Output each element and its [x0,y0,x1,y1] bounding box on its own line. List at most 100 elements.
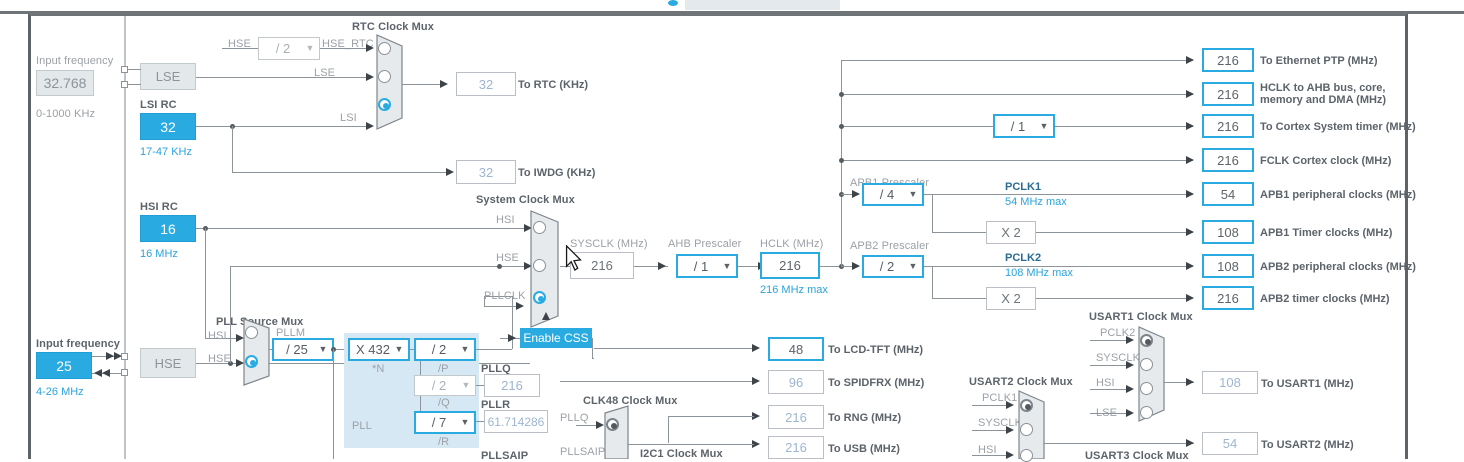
output-field-4[interactable]: 54 [1202,182,1254,206]
spdifrx-feed-line [560,381,758,382]
vertical-scrollbar[interactable] [1408,16,1416,459]
plln-dropdown[interactable]: X 432 ▼ [348,338,410,361]
rtc-mux-radio-hse-rtc[interactable] [378,42,391,55]
mouse-cursor [565,245,582,271]
pllr-readout-field[interactable]: 61.714286 [484,410,548,433]
hclk-fanout-dot-3 [839,124,844,129]
iwdg-output-field[interactable]: 32 [456,160,516,184]
pllq-readout-title: PLLQ [481,363,511,375]
toolbar-divider [0,11,1464,14]
usart1-output-field[interactable]: 108 [1202,371,1258,394]
output-label-1: HCLK to AHB bus, core, memory and DMA (M… [1260,82,1387,106]
pllq-sub-label: /Q [438,397,450,409]
lsi-trunk-line [196,126,372,127]
chevron-down-icon: ▼ [908,261,918,271]
hse-junction-dot [228,361,233,366]
clk48-mux-input-pllq: PLLQ [560,412,589,424]
output-label-7: APB2 timer clocks (MHz) [1260,293,1390,305]
pllr-dropdown[interactable]: / 7 ▼ [414,411,476,434]
hse-block[interactable]: HSE [140,348,196,378]
usart1-mux-radio-lse[interactable] [1140,406,1153,419]
ahb-prescaler-dropdown[interactable]: / 1 ▼ [676,254,738,278]
i2c1-clock-mux-title: I2C1 Clock Mux [640,448,723,460]
lsi-to-iwdg-line [232,172,450,173]
output-field-3[interactable]: 216 [1202,148,1254,172]
usart1-clock-mux[interactable] [1138,326,1172,422]
lsi-rc-value-field[interactable]: 32 [140,113,196,140]
usart2-output-field[interactable]: 54 [1202,432,1258,455]
clk48-mux-radio-pllq[interactable] [606,418,619,431]
output-field-6[interactable]: 108 [1202,254,1254,278]
output-field-5[interactable]: 108 [1202,220,1254,244]
rtc-output-field[interactable]: 32 [456,72,516,96]
pllq-readout-field[interactable]: 216 [484,374,540,397]
usart2-mux-radio-hsi[interactable] [1020,449,1033,462]
chevron-down-icon: ▼ [394,344,404,354]
system-clock-mux-input-hsi: HSI [496,214,515,226]
output-label-2: To Cortex System timer (MHz) [1260,121,1416,133]
rtc-mux-input-label-lse: LSE [314,67,336,79]
hclk-field[interactable]: 216 [760,252,820,279]
output-field-spdifrx[interactable]: 96 [768,370,824,394]
hsi-rc-value-field[interactable]: 16 [140,215,196,242]
hse-rtc-divider-dropdown[interactable]: / 2 ▼ [258,37,320,60]
system-clock-mux-input-pllclk: PLLCLK [484,290,526,302]
usart1-clock-mux-title: USART1 Clock Mux [1089,311,1193,323]
pclk1-max-label: 54 MHz max [1005,196,1067,208]
usart2-mux-radio-pclk1[interactable] [1020,399,1033,412]
ahb-prescaler-value: / 1 [693,258,709,274]
chevron-down-icon: ▼ [318,344,328,354]
chevron-down-icon: ▼ [305,43,315,53]
enable-css-button[interactable]: Enable CSS [520,328,592,348]
pll-source-mux-radio-hsi[interactable] [245,326,258,339]
rtc-mux-radio-lsi[interactable] [378,98,391,111]
toolbar-field[interactable] [685,0,840,10]
hse-rtc-divider-value: / 2 [275,41,291,56]
sysclk-field[interactable]: 216 [570,252,634,279]
cortex-systimer-divider-dropdown[interactable]: / 1 ▼ [993,114,1055,138]
apb2-prescaler-dropdown[interactable]: / 2 ▼ [862,255,924,278]
hse-input-frequency-field[interactable]: 25 [36,352,92,379]
chevron-down-icon: ▼ [722,260,732,271]
lse-pin-bottom [121,81,128,88]
plln-value: X 432 [356,342,390,357]
lse-block[interactable]: LSE [140,63,196,90]
system-clock-mux-input-hse: HSE [496,252,519,264]
output-field-usb[interactable]: 216 [768,436,824,459]
output-label-3: FCLK Cortex clock (MHz) [1260,155,1392,167]
chevron-down-icon: ▼ [460,417,470,427]
usart2-mux-radio-sysclk[interactable] [1020,423,1033,436]
output-field-1[interactable]: 216 [1202,82,1254,106]
system-clock-mux-radio-pllclk[interactable] [533,291,546,304]
pllsaip-label: PLLSAIP [481,450,529,462]
hse-rtc-out-label: HSE_RTC [322,38,374,50]
output-field-7[interactable]: 216 [1202,286,1254,310]
pllm-dropdown[interactable]: / 25 ▼ [272,338,334,361]
system-clock-mux-radio-hse[interactable] [533,259,546,272]
lse-input-frequency-field[interactable]: 32.768 [36,70,94,96]
pllq-dropdown[interactable]: / 2 ▼ [414,375,476,396]
output-field-lcdtft[interactable]: 48 [768,337,824,361]
ahb-prescaler-title: AHB Prescaler [668,238,742,250]
system-clock-mux-radio-hsi[interactable] [533,221,546,234]
lsi-rc-title: LSI RC [140,99,177,111]
rtc-clock-mux-title: RTC Clock Mux [352,21,434,33]
apb1-prescaler-dropdown[interactable]: / 4 ▼ [862,183,924,206]
hsi-trunk-line [196,228,530,229]
chevron-down-icon: ▼ [908,189,918,199]
rtc-output-label: To RTC (KHz) [518,79,589,91]
usart1-mux-radio-sysclk[interactable] [1140,358,1153,371]
lse-input-frequency-caption: Input frequency [36,55,114,67]
clk48-clock-mux[interactable] [604,405,636,459]
output-label-usb: To USB (MHz) [828,443,900,455]
pll-source-mux-radio-hse[interactable] [245,355,258,368]
rtc-mux-radio-lse[interactable] [378,70,391,83]
output-field-2[interactable]: 216 [1202,114,1254,138]
lse-to-rtcmux-line [196,77,368,78]
pllm-value: / 25 [286,342,308,357]
usart1-mux-radio-hsi[interactable] [1140,382,1153,395]
output-field-0[interactable]: 216 [1202,48,1254,72]
usart1-mux-radio-pclk2[interactable] [1140,334,1153,347]
pllp-dropdown[interactable]: / 2 ▼ [414,338,476,361]
output-field-rng[interactable]: 216 [768,405,824,429]
